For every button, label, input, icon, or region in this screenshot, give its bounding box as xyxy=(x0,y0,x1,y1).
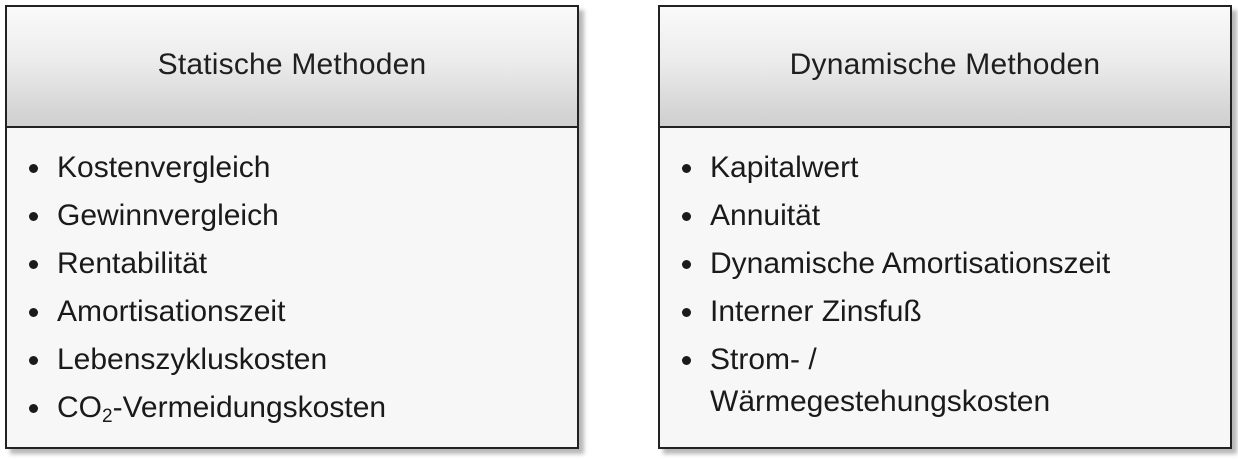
dynamic-methods-body: Kapitalwert Annuität Dynamische Amortisa… xyxy=(660,128,1230,423)
list-item-label: Lebenszykluskosten xyxy=(57,343,328,376)
bullet-icon xyxy=(29,164,38,173)
list-item-label: Gewinnvergleich xyxy=(57,199,279,232)
list-item: Lebenszykluskosten xyxy=(27,336,577,384)
bullet-icon xyxy=(29,212,38,221)
dynamic-methods-box: Dynamische Methoden Kapitalwert Annuität… xyxy=(658,5,1232,449)
static-methods-header: Statische Methoden xyxy=(7,7,577,128)
bullet-icon xyxy=(29,260,38,269)
list-item: Kapitalwert xyxy=(680,144,1230,192)
list-item-label: Amortisationszeit xyxy=(57,295,286,328)
list-item-label: Rentabilität xyxy=(57,247,208,280)
bullet-icon xyxy=(29,308,38,317)
list-item-label: Interner Zinsfuß xyxy=(710,295,922,328)
dynamic-methods-header: Dynamische Methoden xyxy=(660,7,1230,128)
list-item-label-line1: Strom- / xyxy=(710,343,817,376)
list-item-label: Kostenvergleich xyxy=(57,151,271,184)
static-methods-box: Statische Methoden Kostenvergleich Gewin… xyxy=(5,5,579,449)
bullet-icon xyxy=(682,212,691,221)
list-item-label-line2: Wärmegestehungskosten xyxy=(710,385,1051,418)
dynamic-methods-title: Dynamische Methoden xyxy=(789,47,1101,81)
bullet-icon xyxy=(682,164,691,173)
bullet-icon xyxy=(682,260,691,269)
list-item: Gewinnvergleich xyxy=(27,192,577,240)
static-methods-list: Kostenvergleich Gewinnvergleich Rentabil… xyxy=(27,144,577,432)
static-methods-body: Kostenvergleich Gewinnvergleich Rentabil… xyxy=(7,128,577,432)
dynamic-methods-list: Kapitalwert Annuität Dynamische Amortisa… xyxy=(680,144,1230,423)
list-item: Rentabilität xyxy=(27,240,577,288)
list-item-label: Kapitalwert xyxy=(710,151,859,184)
static-methods-title: Statische Methoden xyxy=(157,47,427,81)
co2-subscript: 2 xyxy=(102,406,113,427)
co2-prefix: CO xyxy=(57,391,102,424)
bullet-icon xyxy=(29,404,38,413)
co2-suffix: -Vermeidungskosten xyxy=(112,391,387,424)
bullet-icon xyxy=(682,308,691,317)
list-item: Annuität xyxy=(680,192,1230,240)
list-item-label: Dynamische Amortisationszeit xyxy=(710,247,1111,280)
list-item: CO2-Vermeidungskosten xyxy=(27,384,577,432)
bullet-icon xyxy=(682,356,691,365)
bullet-icon xyxy=(29,356,38,365)
list-item: Strom- / Wärmegestehungskosten xyxy=(680,336,1230,423)
list-item-label: Annuität xyxy=(710,199,821,232)
list-item: Amortisationszeit xyxy=(27,288,577,336)
list-item: Kostenvergleich xyxy=(27,144,577,192)
list-item: Interner Zinsfuß xyxy=(680,288,1230,336)
list-item: Dynamische Amortisationszeit xyxy=(680,240,1230,288)
